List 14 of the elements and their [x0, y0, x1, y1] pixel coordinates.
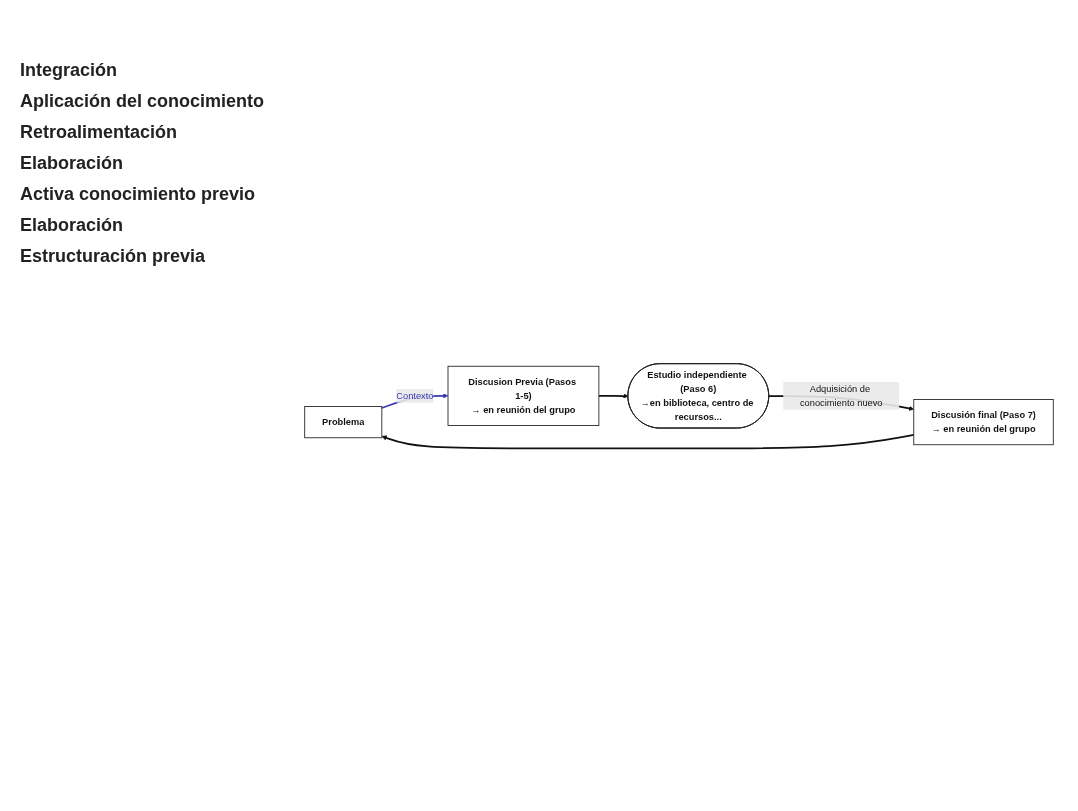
note-text: Aplicación del conocimiento [20, 91, 266, 112]
node-box: Discusión final (Paso 7) → en reunión del grupo [913, 398, 1054, 445]
note-text: Retroalimentación [20, 122, 179, 143]
node-box: Problema [304, 405, 383, 438]
arrow [598, 393, 629, 399]
node-box: Discusion Previa (Pasos 1-5) → en reunión del grupo [447, 365, 600, 426]
note-text: Activa conocimiento previo [20, 184, 257, 205]
note-text: Elaboración [20, 215, 125, 236]
note-text: Estructuración previa [20, 246, 207, 267]
note-text: Elaboración [20, 153, 125, 174]
note-text: Integración [20, 60, 118, 81]
edge-label: Adquisición de conocimiento nuevo [799, 383, 883, 407]
arrow [381, 433, 915, 449]
edge-label: Contexto [396, 390, 434, 400]
